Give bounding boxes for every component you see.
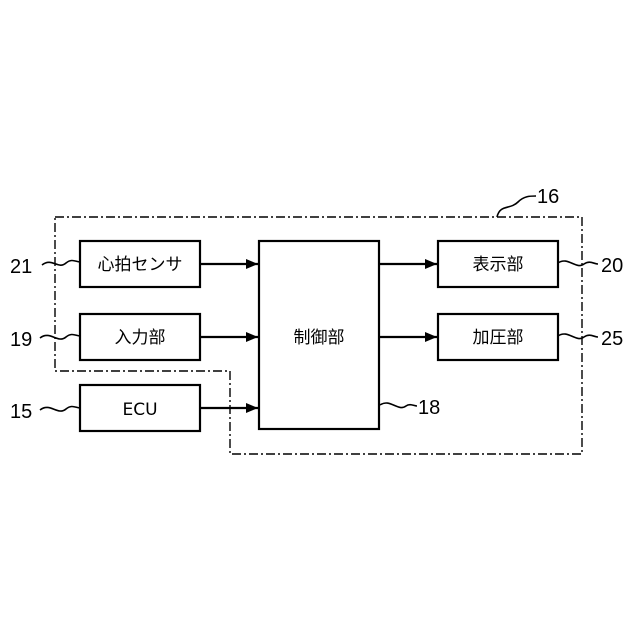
ref-19: 19	[10, 329, 32, 351]
input-unit-label: 入力部	[115, 328, 166, 348]
ref-15: 15	[10, 401, 32, 423]
leader-21	[42, 260, 80, 265]
leader-16	[497, 196, 536, 217]
heart-rate-sensor-label: 心拍センサ	[98, 255, 183, 275]
pressurizer-label: 加圧部	[473, 328, 524, 348]
ref-25: 25	[601, 328, 623, 350]
ref-20: 20	[601, 255, 623, 277]
leader-19	[40, 334, 80, 339]
leader-25	[558, 334, 598, 339]
ecu-label: ECU	[122, 400, 157, 420]
leader-18	[380, 403, 417, 408]
leader-15	[40, 406, 80, 411]
ref-18: 18	[418, 397, 440, 419]
display-unit-label: 表示部	[473, 255, 524, 275]
ref-21: 21	[10, 256, 32, 278]
leader-20	[558, 261, 598, 266]
ref-16: 16	[537, 186, 559, 208]
controller-label: 制御部	[294, 328, 345, 348]
